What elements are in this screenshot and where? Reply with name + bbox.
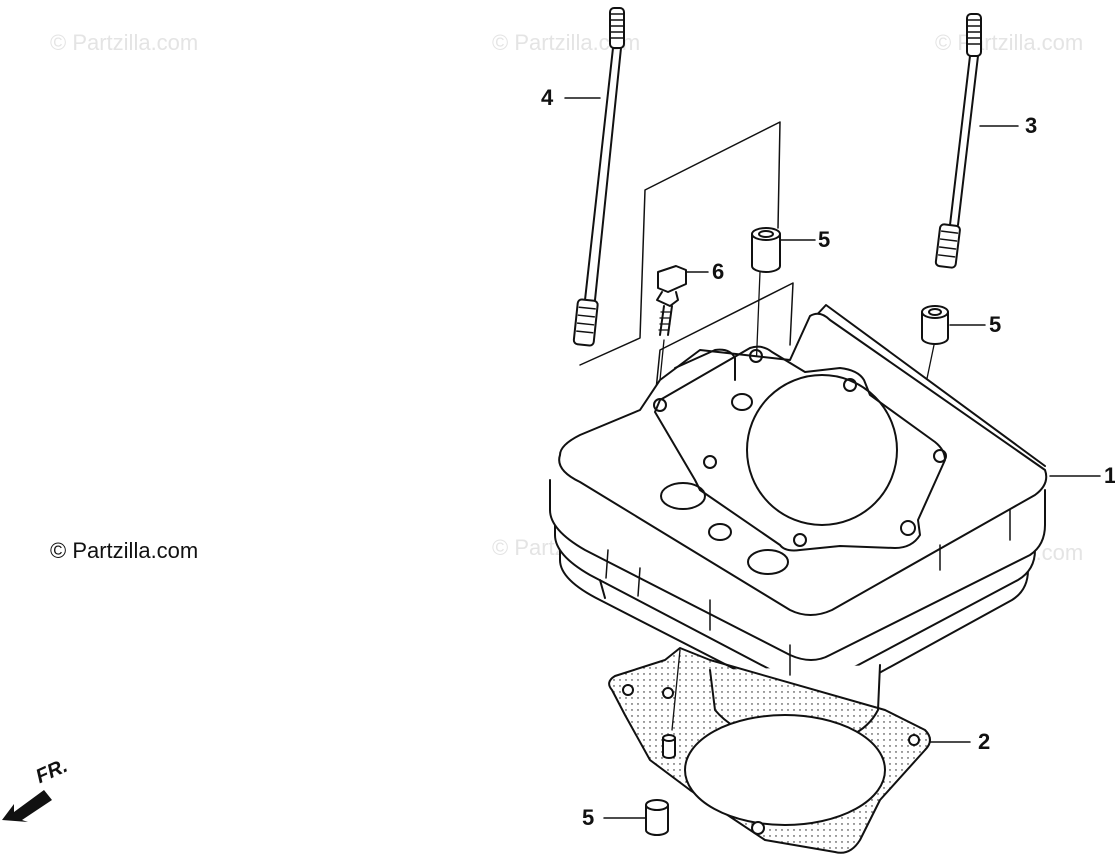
watermark: © Partzilla.com bbox=[50, 30, 199, 55]
callout-dowel-lower: 5 bbox=[582, 805, 595, 830]
dowel-pin-right bbox=[921, 305, 949, 345]
callout-stud-right: 3 bbox=[1025, 113, 1038, 138]
base-gasket bbox=[608, 647, 931, 854]
dowel-pin-upper bbox=[751, 227, 781, 273]
flange-bolt bbox=[656, 265, 687, 336]
callout-dowel-right: 5 bbox=[989, 312, 1002, 337]
watermark: © Partzilla.com bbox=[935, 30, 1084, 55]
dowel-pin-lower bbox=[645, 734, 676, 836]
front-direction-indicator: FR. bbox=[0, 755, 110, 830]
callout-dowel-upper: 5 bbox=[818, 227, 831, 252]
callout-stud-left: 4 bbox=[541, 85, 554, 110]
callout-gasket: 2 bbox=[978, 729, 991, 754]
callout-cylinder: 1 bbox=[1104, 463, 1115, 488]
stud-bolt-right bbox=[934, 13, 982, 269]
front-direction-arrow-icon bbox=[2, 790, 52, 822]
stud-bolt-left bbox=[572, 7, 625, 347]
callout-bolt: 6 bbox=[712, 259, 725, 284]
watermark: © Partzilla.com bbox=[50, 538, 199, 563]
